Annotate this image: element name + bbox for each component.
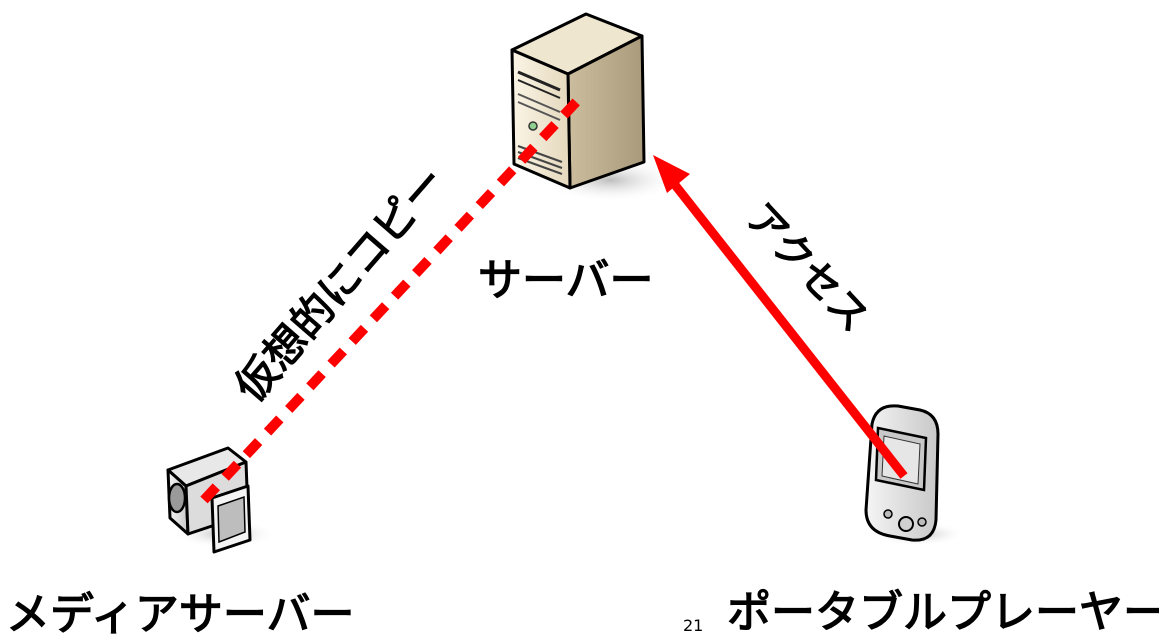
- page-number: 21: [683, 616, 704, 635]
- portable-player-label: ポータブルプレーヤー: [727, 587, 1159, 638]
- access-arrow: [653, 155, 908, 479]
- media-server-label: メディアサーバー: [6, 589, 355, 640]
- video-camera-icon: [166, 446, 277, 554]
- portable-player-icon: [864, 404, 966, 546]
- arrowhead-icon: [653, 155, 690, 193]
- server-label: サーバー: [478, 255, 654, 306]
- server-tower-icon: [510, 12, 680, 202]
